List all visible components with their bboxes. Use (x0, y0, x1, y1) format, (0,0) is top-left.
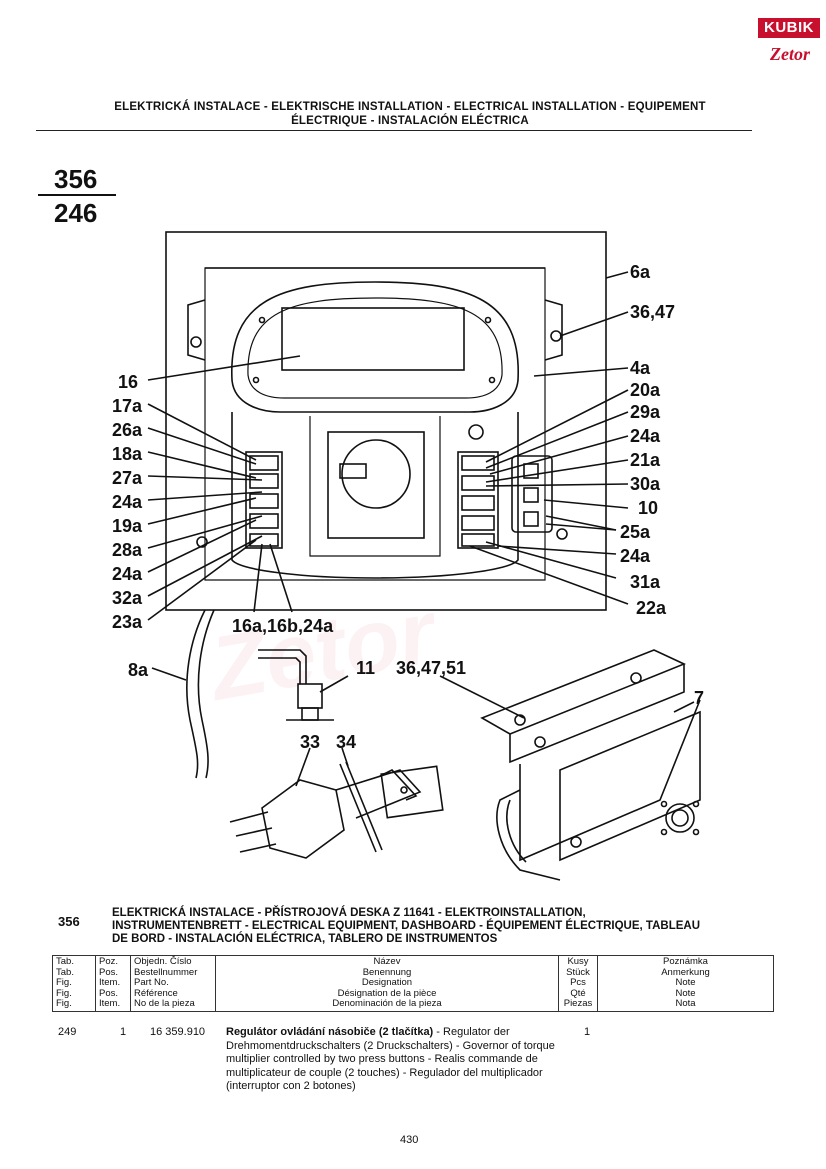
logo-kubik-text: KUBIK (758, 18, 820, 38)
callout-32a: 32a (112, 588, 143, 608)
callout-4a: 4a (630, 358, 651, 378)
callout-27a: 27a (112, 468, 143, 488)
callout-23a: 23a (112, 612, 143, 632)
callout-25a: 25a (620, 522, 651, 542)
callout-24a-left-2: 24a (112, 564, 143, 584)
callout-10: 10 (638, 498, 658, 518)
figure-number-top: 356 (54, 164, 98, 194)
callout-6a: 6a (630, 262, 651, 282)
col-qty: Kusy Stück Pcs Qté Piezas (558, 955, 598, 1012)
figure-number-divider (38, 194, 116, 196)
callout-16: 16 (118, 372, 138, 392)
section-title-line-3: DE BORD - INSTALACIÓN ELÉCTRICA, TABLERO… (112, 933, 498, 945)
page-number: 430 (400, 1134, 419, 1146)
callout-8a: 8a (128, 660, 149, 680)
callout-31a: 31a (630, 572, 661, 592)
callout-24a-right-2: 24a (620, 546, 651, 566)
page-header: ELEKTRICKÁ INSTALACE - ELEKTRISCHE INSTA… (60, 100, 760, 128)
section-title-line-2: INSTRUMENTENBRETT - ELECTRICAL EQUIPMENT… (112, 920, 700, 932)
entry-description: Regulátor ovládání násobiče (2 tlačítka)… (226, 1026, 556, 1094)
entry-description-rest: - Regulator der Drehmomentdruckschalters… (226, 1026, 555, 1092)
callout-30a: 30a (630, 474, 661, 494)
figure-number-bottom: 246 (54, 198, 98, 228)
callout-34: 34 (336, 732, 356, 752)
callout-28a: 28a (112, 540, 143, 560)
callout-26a: 26a (112, 420, 143, 440)
col-note: Poznámka Anmerkung Note Note Nota (597, 955, 774, 1012)
callout-7: 7 (694, 688, 704, 708)
header-line-2: ÉLECTRIQUE - INSTALACIÓN ELÉCTRICA (291, 115, 529, 127)
callout-36-47-51: 36,47,51 (396, 658, 466, 678)
callout-24a-left-1: 24a (112, 492, 143, 512)
callout-21a: 21a (630, 450, 661, 470)
parts-table-header: Tab. Tab. Fig. Fig. Fig. Poz. Pos. Item.… (52, 955, 774, 1012)
callout-16a-16b-24a: 16a,16b,24a (232, 616, 334, 636)
display-window (281, 307, 465, 371)
callout-33: 33 (300, 732, 320, 752)
dashboard-drawing: 16 17a 26a 18a 27a 24a 19a 28a 24a 32a 2… (112, 231, 704, 881)
callout-11: 11 (356, 658, 375, 678)
callout-19a: 19a (112, 516, 143, 536)
col-name: Název Benennung Designation Désignation … (215, 955, 559, 1012)
section-title: ELEKTRICKÁ INSTALACE - PŘÍSTROJOVÁ DESKA… (112, 907, 782, 946)
callout-18a: 18a (112, 444, 143, 464)
entry-part-number: 16 359.910 (150, 1026, 206, 1038)
callout-29a: 29a (630, 402, 661, 422)
col-fig: Tab. Tab. Fig. Fig. Fig. (52, 955, 96, 1012)
header-line-1: ELEKTRICKÁ INSTALACE - ELEKTRISCHE INSTA… (114, 101, 706, 113)
section-number: 356 (58, 914, 80, 929)
entry-description-bold: Regulátor ovládání násobiče (2 tlačítka) (226, 1026, 434, 1038)
brand-logo: KUBIK Zetor (758, 18, 822, 74)
col-pos: Poz. Pos. Item. Pos. Item. (95, 955, 131, 1012)
section-title-line-1: ELEKTRICKÁ INSTALACE - PŘÍSTROJOVÁ DESKA… (112, 907, 586, 919)
callout-17a: 17a (112, 396, 143, 416)
callout-36-47: 36,47 (630, 302, 675, 322)
col-part: Objedn. Číslo Bestellnummer Part No. Réf… (130, 955, 216, 1012)
callout-22a: 22a (636, 598, 667, 618)
entry-fig: 249 (58, 1026, 77, 1038)
entry-pos: 1 (120, 1026, 127, 1038)
logo-zetor-text: Zetor (770, 44, 810, 64)
header-divider (36, 130, 752, 131)
callout-20a: 20a (630, 380, 661, 400)
callout-24a-right-1: 24a (630, 426, 661, 446)
entry-quantity: 1 (584, 1026, 591, 1038)
